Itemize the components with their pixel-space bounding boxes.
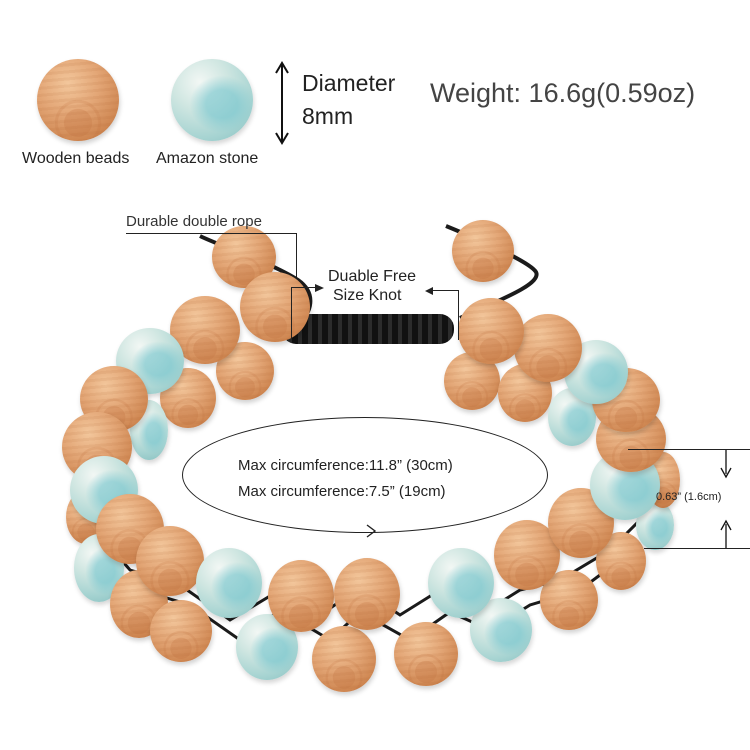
- width-top-line: [628, 449, 750, 450]
- wooden-bead: [268, 560, 334, 632]
- wooden-bead: [240, 272, 310, 342]
- knot-bracket-left-v: [291, 287, 292, 339]
- circumference-max-label: Max circumference:11.8” (30cm): [238, 457, 453, 474]
- wooden-bead: [334, 558, 400, 630]
- width-label: 0.63” (1.6cm): [656, 491, 722, 503]
- rope-callout-label: Durable double rope: [126, 213, 262, 230]
- wooden-bead-sample: [37, 59, 119, 141]
- knot-arrow-right-icon: [425, 287, 433, 295]
- diameter-arrow-icon: [275, 61, 289, 145]
- diameter-value: 8mm: [302, 103, 354, 129]
- wooden-beads-label: Wooden beads: [22, 150, 130, 167]
- knot-bracket-right-v: [458, 290, 459, 340]
- circumference-min-label: Max circumference:7.5” (19cm): [238, 483, 446, 500]
- rope-callout-drop: [296, 233, 297, 277]
- knot-callout-line2: Size Knot: [333, 287, 402, 304]
- diameter-label: Diameter: [302, 70, 396, 96]
- sliding-knot: [282, 314, 454, 344]
- width-bottom-line: [644, 548, 750, 549]
- circumference-arrow-icon: [366, 524, 377, 538]
- wooden-bead: [312, 626, 376, 692]
- wooden-bead: [150, 600, 212, 662]
- knot-bracket-right-h: [428, 290, 458, 291]
- amazon-stone-sample: [171, 59, 253, 141]
- width-arrows-icon: [720, 450, 732, 548]
- wooden-bead: [458, 298, 524, 364]
- rope-callout-line: [126, 233, 296, 234]
- weight-label: Weight: 16.6g(0.59oz): [430, 78, 696, 108]
- wooden-bead: [452, 220, 514, 282]
- amazon-stone-bead: [196, 548, 262, 618]
- amazon-stone-label: Amazon stone: [156, 150, 259, 167]
- wooden-bead: [514, 314, 582, 382]
- wooden-bead: [136, 526, 204, 596]
- knot-arrow-left-icon: [315, 284, 324, 292]
- knot-callout-line1: Duable Free: [328, 268, 417, 285]
- wooden-bead: [394, 622, 458, 686]
- amazon-stone-bead: [428, 548, 494, 618]
- knot-bracket-left-h: [291, 287, 319, 288]
- circumference-ellipse: [182, 417, 548, 533]
